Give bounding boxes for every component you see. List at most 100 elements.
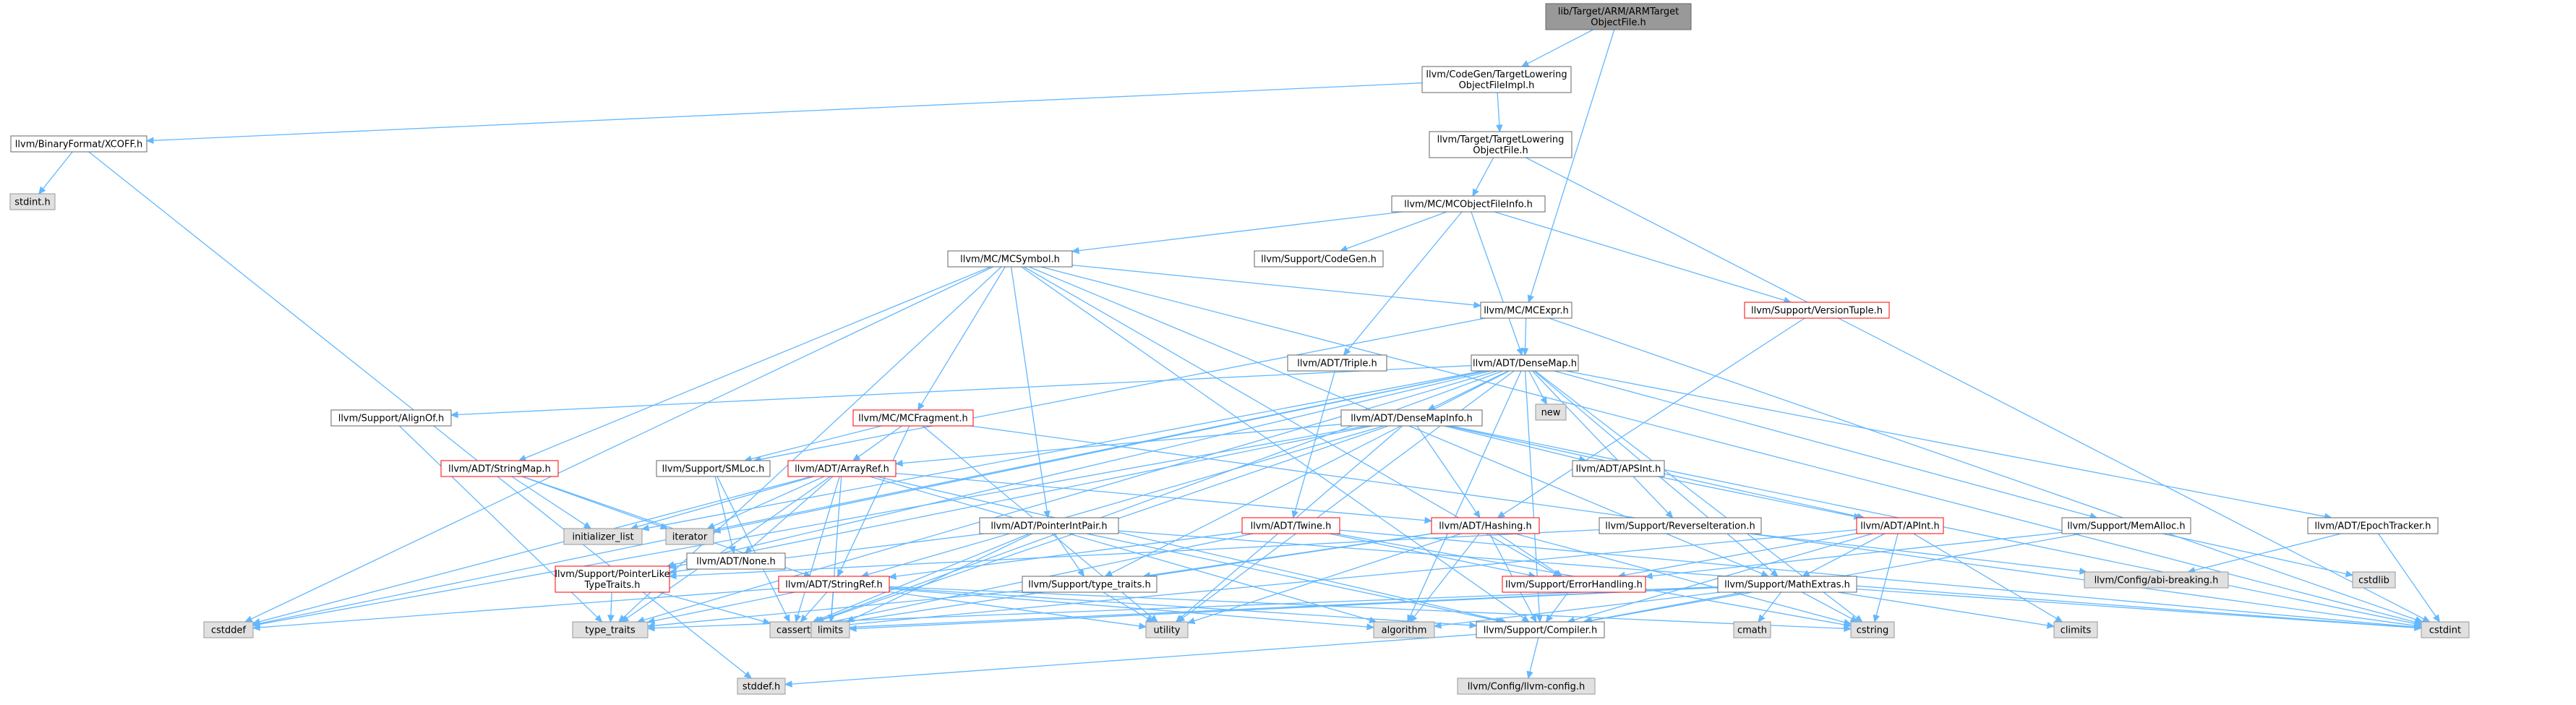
- node-xcoff[interactable]: llvm/BinaryFormat/XCOFF.h: [10, 135, 147, 153]
- node-box-hashing: [1431, 517, 1540, 534]
- node-mcfragment[interactable]: llvm/MC/MCFragment.h: [852, 409, 974, 427]
- node-stdint: stdint.h: [9, 193, 56, 210]
- edge-twine-to-errorhandling: [1329, 533, 1537, 578]
- node-apsint[interactable]: llvm/ADT/APSInt.h: [1572, 460, 1665, 477]
- node-label-hashing: llvm/ADT/Hashing.h: [1439, 521, 1531, 532]
- node-label-densemapinfo: llvm/ADT/DenseMapInfo.h: [1351, 414, 1472, 424]
- node-stringref[interactable]: llvm/ADT/StringRef.h: [778, 576, 890, 593]
- node-abibreaking: llvm/Config/abi-breaking.h: [2084, 571, 2229, 589]
- node-box-arrayref: [787, 460, 897, 477]
- edge-mcsymbol-to-mcfragment: [917, 266, 1006, 411]
- node-box-cstdlib: [2352, 571, 2396, 589]
- edge-densemap-to-typetraitsllvm: [1104, 370, 1510, 577]
- node-label-initlist: initializer_list: [572, 532, 633, 543]
- node-alignof[interactable]: llvm/Support/AlignOf.h: [330, 409, 452, 427]
- edge-densemapinfo-to-cstddef: [252, 425, 1368, 628]
- node-label-stringref: llvm/ADT/StringRef.h: [785, 580, 882, 591]
- node-mcofi[interactable]: llvm/MC/MCObjectFileInfo.h: [1391, 195, 1546, 213]
- edge-stringref-to-cassert: [800, 591, 828, 623]
- node-mcexpr[interactable]: llvm/MC/MCExpr.h: [1480, 302, 1572, 319]
- node-tloimpl[interactable]: llvm/CodeGen/TargetLoweringObjectFileImp…: [1421, 66, 1572, 93]
- edge-densemapinfo-to-apsint: [1444, 425, 1587, 463]
- node-label-climits: climits: [2061, 625, 2092, 636]
- node-cassert: cassert: [769, 621, 818, 638]
- edge-tloimpl-to-tlo: [1496, 92, 1503, 133]
- node-errorhandling[interactable]: llvm/Support/ErrorHandling.h: [1502, 576, 1646, 593]
- node-none[interactable]: llvm/ADT/None.h: [686, 552, 786, 570]
- node-epochtracker[interactable]: llvm/ADT/EpochTracker.h: [2307, 517, 2439, 534]
- node-label-mathextras: llvm/Support/MathExtras.h: [1724, 580, 1850, 591]
- node-label-root: lib/Target/ARM/ARMTarget: [1558, 7, 1679, 17]
- edge-mcofi-to-triple: [1343, 211, 1463, 356]
- node-label-cmath: cmath: [1737, 625, 1767, 636]
- edge-densemapinfo-to-arrayref: [894, 424, 1342, 467]
- node-box-densemapinfo: [1340, 409, 1483, 427]
- node-triple[interactable]: llvm/ADT/Triple.h: [1287, 354, 1387, 372]
- node-pointerintpair[interactable]: llvm/ADT/PointerIntPair.h: [979, 517, 1119, 534]
- node-label-memalloc: llvm/Support/MemAlloc.h: [2067, 521, 2185, 532]
- node-box-limits: [810, 621, 850, 638]
- node-memalloc[interactable]: llvm/Support/MemAlloc.h: [2061, 517, 2191, 534]
- node-box-typetraitsllvm: [1022, 576, 1158, 593]
- edge-memalloc-to-cstdlib: [2162, 533, 2354, 578]
- node-box-memalloc: [2061, 517, 2191, 534]
- node-label-tlo: llvm/Target/TargetLowering: [1437, 134, 1565, 145]
- node-stringmap[interactable]: llvm/ADT/StringMap.h: [440, 460, 559, 477]
- node-densemapinfo[interactable]: llvm/ADT/DenseMapInfo.h: [1340, 409, 1483, 427]
- edge-smloc-to-cassert: [716, 476, 790, 623]
- node-label-type_traits: type_traits: [585, 625, 636, 636]
- node-mcsymbol[interactable]: llvm/MC/MCSymbol.h: [947, 250, 1073, 268]
- edge-arrayref-to-limits: [828, 476, 842, 623]
- node-codegen[interactable]: llvm/Support/CodeGen.h: [1254, 250, 1384, 268]
- edge-apint-to-cstring: [1873, 533, 1899, 623]
- node-box-smloc: [656, 460, 771, 477]
- node-typetraitsllvm[interactable]: llvm/Support/type_traits.h: [1022, 576, 1158, 593]
- edge-pointerintpair-to-cassert: [812, 533, 1030, 623]
- node-box-abibreaking: [2084, 571, 2229, 589]
- node-label-mcfragment: llvm/MC/MCFragment.h: [858, 414, 967, 424]
- node-twine[interactable]: llvm/ADT/Twine.h: [1241, 517, 1340, 534]
- node-mathextras[interactable]: llvm/Support/MathExtras.h: [1717, 576, 1857, 593]
- edge-mathextras-to-cstdint: [1856, 588, 2423, 631]
- node-hashing[interactable]: llvm/ADT/Hashing.h: [1431, 517, 1540, 534]
- edge-mcofi-to-mcsymbol: [1071, 211, 1403, 255]
- edge-root-to-mcexpr: [1527, 29, 1615, 304]
- node-smloc[interactable]: llvm/Support/SMLoc.h: [656, 460, 771, 477]
- node-reverseiter[interactable]: llvm/Support/ReverseIteration.h: [1599, 517, 1762, 534]
- node-arrayref[interactable]: llvm/ADT/ArrayRef.h: [787, 460, 897, 477]
- node-llvmconfig: llvm/Config/llvm-config.h: [1457, 678, 1596, 695]
- edge-stringref-to-cstring: [889, 586, 1852, 633]
- node-label-limits: limits: [818, 625, 844, 636]
- node-versiontuple[interactable]: llvm/Support/VersionTuple.h: [1744, 302, 1890, 319]
- edge-mcsymbol-to-cstdint: [1040, 266, 2423, 625]
- node-box-ptrliketraits: [555, 565, 670, 593]
- edge-arrayref-to-type_traits: [620, 476, 831, 623]
- edge-hashing-to-cstring: [1515, 533, 1852, 626]
- node-compiler[interactable]: llvm/Support/Compiler.h: [1476, 621, 1605, 638]
- node-label-apsint: llvm/ADT/APSInt.h: [1576, 464, 1661, 475]
- node-label-twine: llvm/ADT/Twine.h: [1251, 521, 1332, 532]
- node-label-cassert: cassert: [776, 625, 810, 636]
- edge-epochtracker-to-cstdint: [2378, 533, 2441, 623]
- node-label-algorithm: algorithm: [1382, 625, 1427, 636]
- node-box-stddef: [737, 678, 786, 695]
- edge-mcofi-to-densemap: [1471, 211, 1523, 356]
- node-label-smloc: llvm/Support/SMLoc.h: [662, 464, 765, 475]
- node-box-stdint: [9, 193, 56, 210]
- edge-mcsymbol-to-stringmap: [518, 266, 991, 461]
- node-label-typetraitsllvm: llvm/Support/type_traits.h: [1028, 580, 1151, 591]
- edge-compiler-to-stddef: [784, 633, 1477, 688]
- node-label-versiontuple: llvm/Support/VersionTuple.h: [1751, 306, 1883, 317]
- node-label-mcofi: llvm/MC/MCObjectFileInfo.h: [1404, 200, 1533, 210]
- node-label-pointerintpair: llvm/ADT/PointerIntPair.h: [990, 521, 1107, 532]
- edge-hashing-to-errorhandling: [1497, 533, 1563, 577]
- node-densemap[interactable]: llvm/ADT/DenseMap.h: [1471, 354, 1579, 372]
- node-box-twine: [1241, 517, 1340, 534]
- node-apint[interactable]: llvm/ADT/APInt.h: [1856, 517, 1944, 534]
- node-box-cmath: [1733, 621, 1771, 638]
- node-label-mcsymbol: llvm/MC/MCSymbol.h: [960, 255, 1060, 265]
- edge-memalloc-to-errorhandling: [1644, 531, 2063, 580]
